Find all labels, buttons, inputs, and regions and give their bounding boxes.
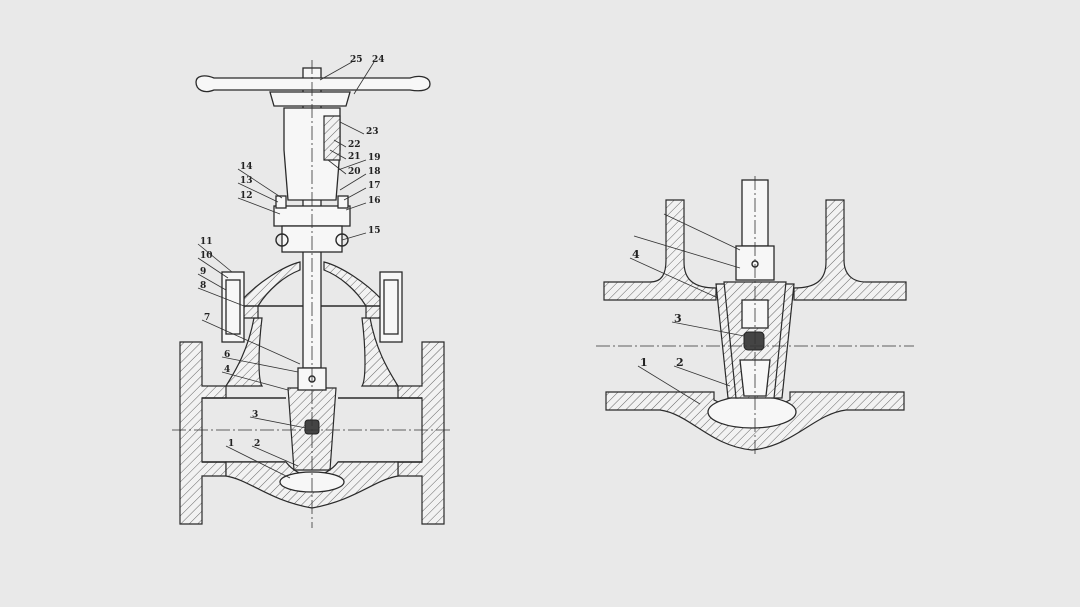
callout-label: 7 [204, 313, 210, 323]
detail-wedge-pin [743, 331, 765, 351]
callout-label: 14 [240, 162, 253, 172]
callout-label: 3 [674, 312, 682, 325]
wedge-detail-view: 4 3 1 2 [596, 176, 914, 454]
callout-label: 6 [224, 350, 230, 360]
callout-label: 21 [348, 152, 361, 162]
bonnet [239, 261, 301, 319]
callout-label: 15 [368, 226, 381, 236]
handwheel [195, 75, 431, 93]
callout-label: 22 [348, 140, 361, 150]
callout-label: 17 [368, 181, 381, 191]
callout-label: 1 [640, 356, 648, 369]
detail-body-upper-right [793, 199, 907, 301]
detail-body-upper-left [603, 199, 717, 301]
callout-label: 4 [632, 248, 640, 261]
valve-section-view: 1 2 3 4 6 7 8 9 10 11 12 13 14 [172, 55, 452, 528]
callout-label: 8 [200, 281, 206, 291]
left-callouts: 1 2 3 4 6 7 8 9 10 11 12 13 14 [197, 55, 385, 479]
callout-label: 16 [368, 196, 381, 206]
callout-label: 1 [228, 439, 234, 449]
callout-label: 12 [240, 191, 253, 201]
callout-label: 11 [200, 237, 213, 247]
callout-label: 2 [676, 356, 684, 369]
callout-label: 3 [252, 410, 258, 420]
body-neck-right [360, 317, 400, 387]
callout-label: 23 [366, 127, 379, 137]
callout-label: 24 [372, 55, 385, 65]
callout-label: 9 [200, 267, 206, 277]
callout-label: 18 [368, 167, 381, 177]
callout-label: 19 [368, 153, 381, 163]
callout-label: 25 [350, 55, 363, 65]
body-neck-left [224, 317, 264, 387]
left-flange [179, 341, 227, 525]
right-callouts: 4 3 1 2 [629, 213, 745, 405]
callout-label: 13 [240, 176, 253, 186]
callout-label: 4 [224, 365, 230, 375]
callout-label: 2 [254, 439, 260, 449]
detail-seat-cavity [707, 395, 797, 429]
right-flange [397, 341, 445, 525]
callout-label: 20 [348, 167, 361, 177]
callout-label: 10 [200, 251, 213, 261]
